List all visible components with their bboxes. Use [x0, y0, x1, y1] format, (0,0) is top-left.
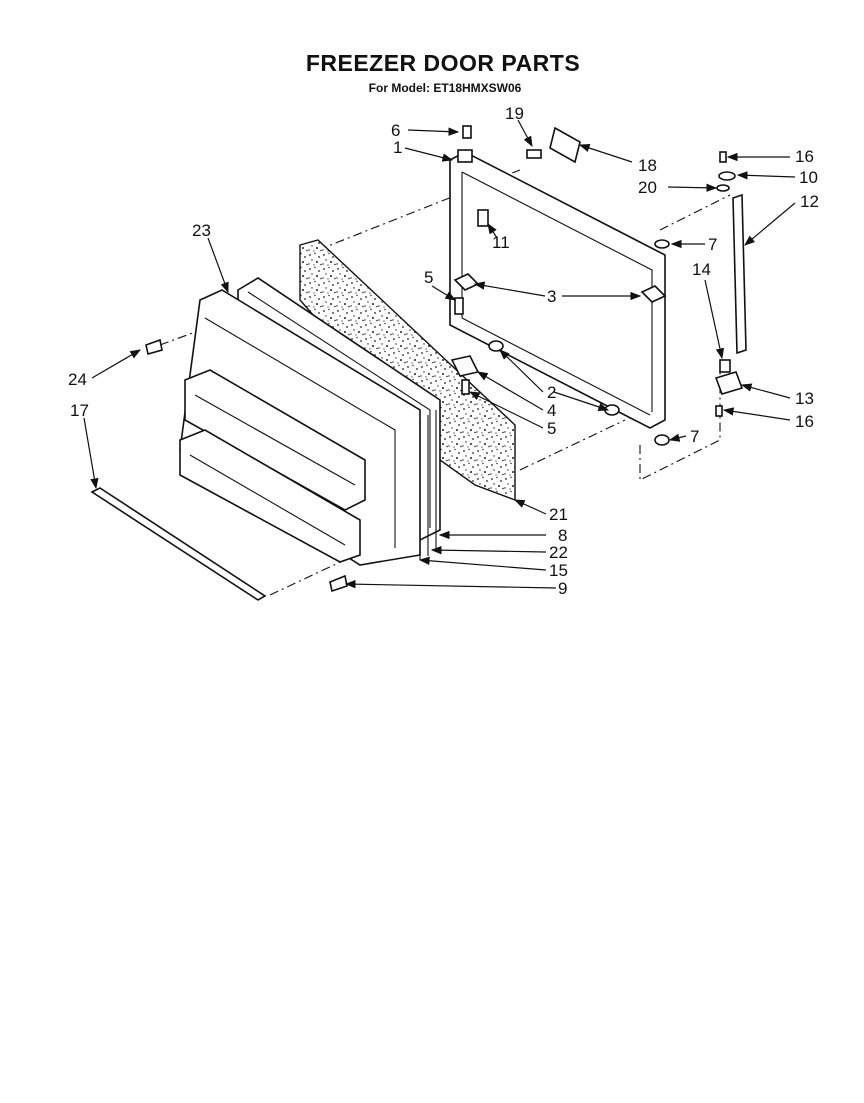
screw-part-6	[462, 125, 472, 139]
washer-part-20	[716, 184, 730, 192]
screw-part-5b	[461, 379, 470, 395]
screw-part-16b	[715, 405, 723, 417]
callout-4: 4	[547, 401, 556, 420]
callout-19: 19	[505, 104, 524, 123]
seal-strips	[419, 410, 437, 560]
bumper-part-2a	[488, 340, 504, 352]
callout-21: 21	[549, 505, 568, 524]
cap-part-7b	[654, 434, 670, 446]
callout-6: 6	[391, 121, 400, 140]
leader-arrows	[83, 119, 796, 589]
callout-10: 10	[799, 168, 818, 187]
hinge-cap	[457, 149, 473, 163]
hinge-part-3b	[640, 285, 667, 303]
callout-15: 15	[549, 561, 568, 580]
callout-16-bottom: 16	[795, 412, 814, 431]
callout-23: 23	[192, 221, 211, 240]
callout-1: 1	[393, 138, 402, 157]
bracket-part-14	[719, 359, 731, 373]
door-frame-part-1	[449, 149, 666, 429]
plug-part-24	[145, 338, 163, 356]
callout-5-bottom: 5	[547, 419, 556, 438]
callout-labels: 6 1 19 18 11 16 20 10 12 7 23 5 3 14 24 …	[68, 104, 819, 598]
trim-strip-part-17	[90, 487, 267, 601]
bushing-part-11	[477, 209, 489, 227]
callout-7-top: 7	[708, 235, 717, 254]
callout-9: 9	[558, 579, 567, 598]
clip-part-19	[526, 149, 542, 159]
outer-door-panel	[179, 289, 421, 566]
door-stop-part-12	[732, 193, 747, 355]
callout-18: 18	[638, 156, 657, 175]
page-title: FREEZER DOOR PARTS	[305, 50, 581, 76]
callout-13: 13	[795, 389, 814, 408]
callout-8: 8	[558, 526, 567, 545]
callout-20: 20	[638, 178, 657, 197]
plate-part-18	[549, 126, 581, 164]
callout-14: 14	[692, 260, 711, 279]
callout-11: 11	[492, 233, 510, 252]
callout-2: 2	[547, 383, 556, 402]
model-subtitle: For Model: ET18HMXSW06	[368, 81, 522, 95]
callout-5-top: 5	[424, 268, 433, 287]
screw-part-5a	[454, 297, 464, 315]
screw-part-16a	[719, 151, 727, 163]
callout-7-bottom: 7	[690, 427, 699, 446]
bracket-part-10	[718, 171, 736, 181]
callout-16-top: 16	[795, 147, 814, 166]
callout-24: 24	[68, 370, 87, 389]
screw-part-9	[329, 574, 348, 593]
callout-12: 12	[800, 192, 819, 211]
callout-17: 17	[70, 401, 89, 420]
cap-part-7a	[654, 239, 670, 249]
callout-3: 3	[547, 287, 556, 306]
callout-22: 22	[549, 543, 568, 562]
